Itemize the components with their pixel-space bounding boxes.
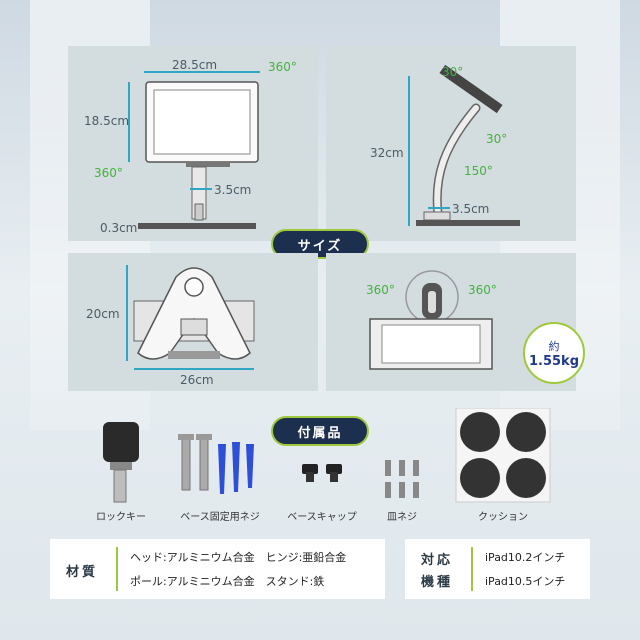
accessory-label-countersunk-screw: 皿ネジ	[387, 512, 417, 523]
countersunk-screw-icon	[385, 460, 419, 498]
rotate-top-label: 360°	[268, 60, 297, 74]
front-view-drawing	[138, 81, 259, 229]
cushion-icon	[455, 408, 551, 503]
compat-box: 対応 機種 iPad10.2インチ iPad10.5インチ	[405, 539, 590, 599]
pole-dimension-line	[190, 188, 212, 190]
material-divider	[116, 547, 118, 591]
compat-title-1: 対応	[421, 553, 454, 568]
rotate-right-label: 360°	[468, 283, 497, 297]
material-line-1: ヘッド:アルミニウム合金 ヒンジ:亜鉛合金	[130, 551, 347, 564]
accessories-drawings	[103, 408, 551, 503]
weight-badge: 約 1.55kg	[523, 322, 585, 384]
tilt-right-label: 30°	[486, 132, 508, 146]
accessory-label-base-cap: ベースキャップ	[287, 512, 357, 523]
front-view-panel: 28.5cm 18.5cm 360° 360° 3.5cm 0.3cm	[68, 46, 318, 241]
rear-view-drawing	[369, 270, 493, 370]
height-dimension-line	[126, 265, 128, 361]
base-view-drawing	[133, 267, 255, 360]
base-label: 0.3cm	[100, 221, 138, 235]
accessory-label-cushion: クッション	[478, 512, 528, 523]
compat-divider	[471, 547, 473, 591]
width-label: 26cm	[180, 373, 214, 387]
pole-label: 3.5cm	[214, 183, 252, 197]
compat-model-1: iPad10.2インチ	[485, 551, 566, 564]
base-cap-icon	[302, 464, 342, 482]
accessory-label-base-screw: ベース固定用ネジ	[180, 512, 260, 523]
weight-value: 1.55kg	[528, 353, 580, 369]
height-label: 20cm	[86, 307, 120, 321]
height-dimension-line	[408, 76, 410, 226]
anchor-icon	[218, 442, 254, 494]
lock-key-icon	[103, 422, 139, 503]
height-dimension-line	[128, 82, 130, 162]
compat-title-2: 機種	[421, 575, 454, 590]
rotate-left-label: 360°	[94, 166, 123, 180]
pole-dimension-line	[428, 207, 450, 209]
side-view-drawing	[416, 64, 520, 226]
material-title: 材質	[66, 565, 99, 580]
height-label: 32cm	[370, 146, 404, 160]
accessories-section-pill: 付属品	[271, 416, 369, 446]
tilt-top-label: 30°	[442, 65, 464, 79]
accessory-label-lock-key: ロックキー	[96, 512, 146, 523]
rear-view-panel: 360° 360°	[326, 253, 576, 391]
width-dimension-line	[144, 71, 260, 73]
side-view-panel: 32cm 30° 30° 150° 3.5cm	[326, 46, 576, 241]
arm-angle-label: 150°	[464, 164, 493, 178]
rotate-left-label: 360°	[366, 283, 395, 297]
pole-label: 3.5cm	[452, 202, 490, 216]
base-view-panel: 20cm 26cm	[68, 253, 318, 391]
material-line-2: ポール:アルミニウム合金 スタンド:鉄	[130, 575, 325, 588]
screw-icon	[178, 434, 212, 491]
height-label: 18.5cm	[84, 114, 130, 128]
width-label: 28.5cm	[172, 58, 218, 72]
width-dimension-line	[134, 368, 254, 370]
material-box: 材質 ヘッド:アルミニウム合金 ヒンジ:亜鉛合金 ポール:アルミニウム合金 スタ…	[50, 539, 385, 599]
compat-model-2: iPad10.5インチ	[485, 575, 566, 588]
weight-prefix: 約	[548, 339, 560, 353]
